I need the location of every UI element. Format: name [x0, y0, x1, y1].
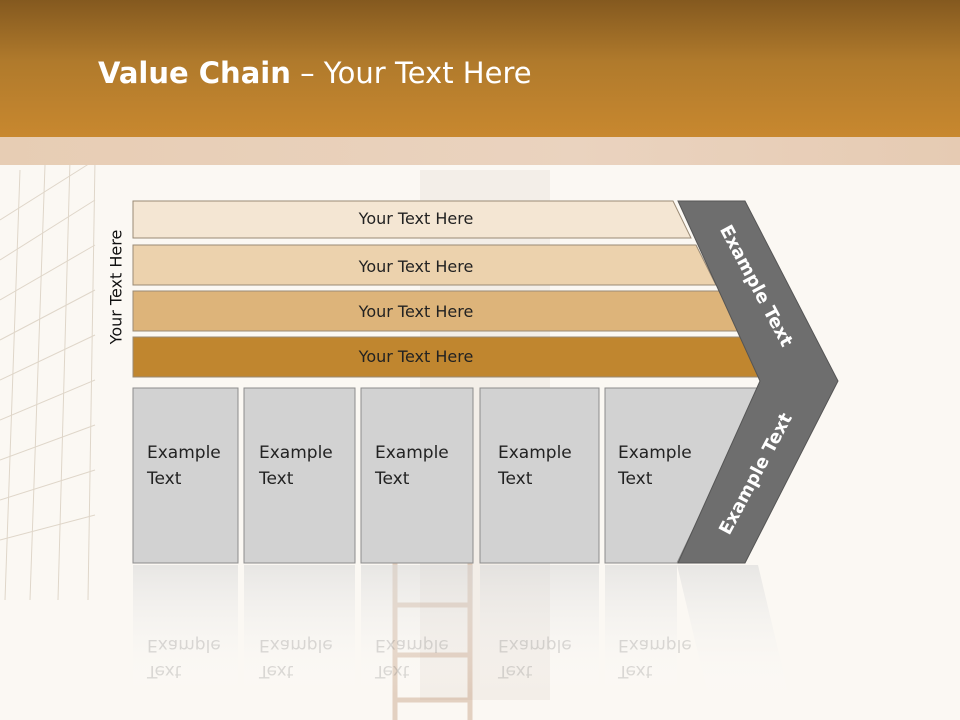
box-reflection-2-line1: Example: [259, 635, 333, 655]
box-shape-3: [360, 387, 474, 564]
box-reflection-1: Text Example: [147, 632, 221, 684]
box-label-2-line1: Example: [259, 443, 333, 463]
box-shape-4: [479, 387, 600, 564]
box-reflection-1-line1: Example: [147, 635, 221, 655]
box-reflection-4: Text Example: [498, 632, 572, 684]
box-reflection-2: Text Example: [259, 632, 333, 684]
box-reflection-4-line1: Example: [498, 635, 572, 655]
box-shape-1: [132, 387, 239, 564]
slide-title-bold: Value Chain: [98, 56, 291, 90]
box-label-1-line1: Example: [147, 443, 221, 463]
box-label-4: Example Text: [498, 440, 572, 492]
reflection: [133, 565, 790, 700]
box-label-2-line2: Text: [259, 469, 294, 489]
bar-label-1: Your Text Here: [358, 209, 474, 228]
box-label-3-line2: Text: [375, 469, 410, 489]
box-label-3: Example Text: [375, 440, 449, 492]
box-label-3-line1: Example: [375, 443, 449, 463]
box-shape-5: [604, 387, 762, 564]
title-banner-band: [0, 137, 960, 165]
margin-chevron: [677, 200, 839, 564]
box-reflection-5-line1: Example: [618, 635, 692, 655]
box-label-2: Example Text: [259, 440, 333, 492]
box-label-4-line2: Text: [498, 469, 533, 489]
slide-title-rest: – Your Text Here: [290, 56, 532, 90]
bar-label-4: Your Text Here: [358, 347, 474, 366]
box-label-5-line2: Text: [618, 469, 653, 489]
box-label-5: Example Text: [618, 440, 692, 492]
box-reflection-2-line2: Text: [259, 661, 294, 681]
box-label-1: Example Text: [147, 440, 221, 492]
box-reflection-3: Text Example: [375, 632, 449, 684]
box-reflection-3-line1: Example: [375, 635, 449, 655]
box-reflection-3-line2: Text: [375, 661, 410, 681]
box-label-1-line2: Text: [147, 469, 182, 489]
slide-title: Value Chain – Your Text Here: [98, 56, 532, 90]
box-reflection-4-line2: Text: [498, 661, 533, 681]
box-shape-2: [243, 387, 356, 564]
box-label-5-line1: Example: [618, 443, 692, 463]
box-reflection-1-line2: Text: [147, 661, 182, 681]
box-reflection-5: Text Example: [618, 632, 692, 684]
bar-label-3: Your Text Here: [358, 302, 474, 321]
bar-label-2: Your Text Here: [358, 257, 474, 276]
bar-shape-1: [132, 200, 692, 239]
box-reflection-5-line2: Text: [618, 661, 653, 681]
title-banner: [0, 0, 960, 137]
box-label-4-line1: Example: [498, 443, 572, 463]
